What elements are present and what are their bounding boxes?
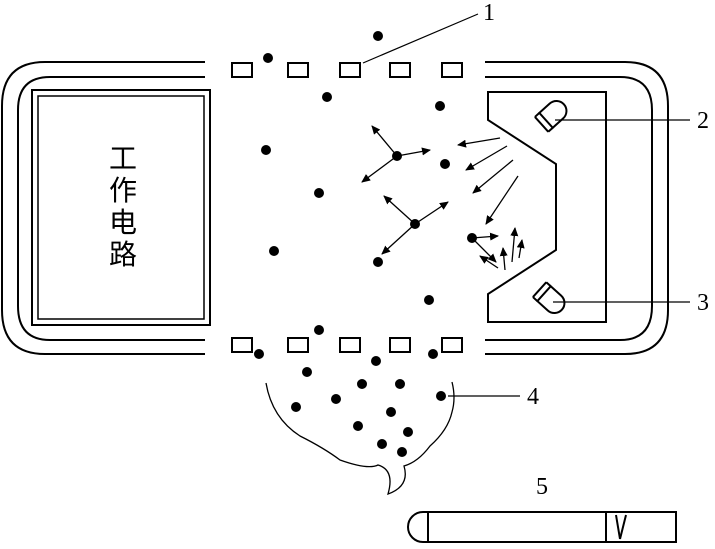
housing-left — [0, 61, 205, 355]
smoke-particle — [322, 92, 332, 102]
circuit-label-char: 工 — [109, 142, 137, 175]
smoke-particle — [377, 439, 387, 449]
smoke-particle — [353, 421, 363, 431]
smoke-particle — [436, 391, 446, 401]
leader-lines — [362, 13, 690, 397]
smoke-particle — [254, 349, 264, 359]
light-rays — [361, 125, 525, 271]
smoke-particle — [428, 349, 438, 359]
top-grille — [231, 62, 463, 78]
smoke-particle — [302, 367, 312, 377]
emitter-led — [534, 100, 568, 133]
circuit-label-char: 路 — [109, 238, 137, 271]
working-circuit-box — [31, 89, 211, 326]
smoke-particle — [261, 145, 271, 155]
smoke-particle — [386, 407, 396, 417]
smoke-particle — [435, 101, 445, 111]
smoke-particle — [291, 402, 301, 412]
tube-component — [407, 511, 677, 543]
smoke-particle — [440, 159, 450, 169]
detector-chamber — [487, 91, 607, 323]
callout-2: 2 — [697, 108, 709, 134]
smoke-particle — [331, 394, 341, 404]
smoke-particle — [371, 356, 381, 366]
smoke-particles — [254, 31, 477, 457]
smoke-particle — [314, 188, 324, 198]
callout-1: 1 — [483, 0, 495, 26]
smoke-particle — [395, 379, 405, 389]
callout-4: 4 — [527, 384, 539, 410]
circuit-label-char: 电 — [109, 206, 137, 239]
smoke-particle — [269, 246, 279, 256]
callout-3: 3 — [697, 290, 709, 316]
smoke-particle — [357, 379, 367, 389]
smoke-particle — [373, 31, 383, 41]
circuit-label-char: 作 — [109, 174, 137, 207]
smoke-particle — [314, 325, 324, 335]
bottom-grille — [231, 337, 463, 353]
smoke-particle — [373, 257, 383, 267]
receiver-sensor — [532, 281, 566, 314]
housing-right — [485, 61, 669, 355]
smoke-particle — [424, 295, 434, 305]
smoke-particle — [263, 53, 273, 63]
smoke-plume-outline — [265, 381, 455, 496]
smoke-particle — [397, 447, 407, 457]
smoke-particle — [403, 427, 413, 437]
callout-5: 5 — [536, 474, 548, 500]
